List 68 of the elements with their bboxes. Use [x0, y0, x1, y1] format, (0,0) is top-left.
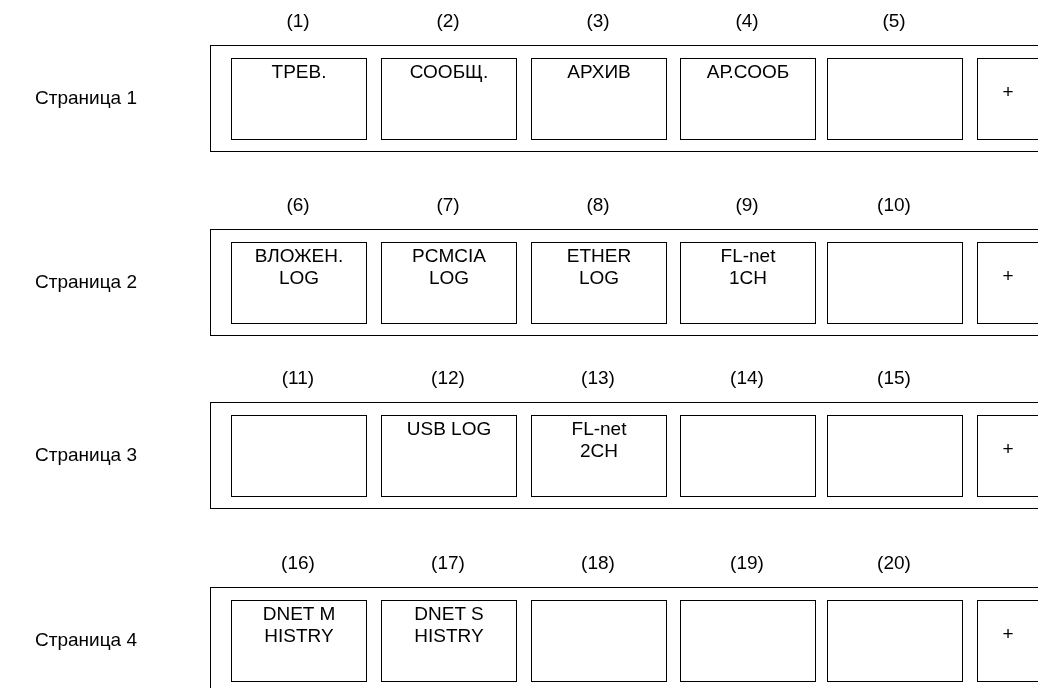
key-number: (8) [585, 194, 611, 216]
key-number: (15) [876, 367, 912, 389]
page-label: Страница 4 [35, 629, 137, 651]
key-number: (4) [734, 10, 760, 32]
soft-key-box [531, 600, 667, 682]
soft-key-box [827, 415, 963, 497]
soft-key-panel [210, 229, 1038, 336]
key-number: (2) [435, 10, 461, 32]
key-number: (9) [734, 194, 760, 216]
soft-key-box [531, 58, 667, 140]
key-label: АРХИВ [567, 61, 631, 83]
key-label: FL-net 2CH [570, 418, 628, 462]
key-number: (5) [881, 10, 907, 32]
key-label: СООБЩ. [409, 61, 489, 83]
key-number: (12) [430, 367, 466, 389]
key-label: + [1002, 623, 1014, 645]
soft-key-box [680, 415, 816, 497]
soft-key-box [827, 600, 963, 682]
key-number: (20) [876, 552, 912, 574]
soft-key-box [977, 58, 1038, 140]
key-number: (18) [580, 552, 616, 574]
key-number: (17) [430, 552, 466, 574]
key-label: + [1002, 265, 1014, 287]
key-number: (13) [580, 367, 616, 389]
key-label: FL-net 1CH [719, 245, 777, 289]
key-label: DNET M HISTRY [261, 603, 337, 647]
key-number: (19) [729, 552, 765, 574]
soft-key-box [381, 58, 517, 140]
soft-key-box [381, 600, 517, 682]
soft-key-box [231, 242, 367, 324]
page-label: Страница 1 [35, 87, 137, 109]
key-label: ETHER LOG [565, 245, 633, 289]
key-number: (7) [435, 194, 461, 216]
key-number: (11) [280, 367, 316, 389]
soft-key-box [381, 242, 517, 324]
key-number: (10) [876, 194, 912, 216]
key-number: (16) [280, 552, 316, 574]
soft-key-box [231, 600, 367, 682]
key-label: АР.СООБ [706, 61, 790, 83]
key-label: DNET S HISTRY [413, 603, 485, 647]
key-label: USB LOG [406, 418, 492, 440]
soft-key-box [977, 600, 1038, 682]
key-label: + [1002, 438, 1014, 460]
key-number: (1) [285, 10, 311, 32]
key-number: (3) [585, 10, 611, 32]
soft-key-box [680, 242, 816, 324]
key-number: (6) [285, 194, 311, 216]
key-label: ВЛОЖЕН. LOG [254, 245, 344, 289]
key-label: PCMCIA LOG [411, 245, 487, 289]
soft-key-box [680, 600, 816, 682]
soft-key-box [827, 58, 963, 140]
soft-key-box [231, 58, 367, 140]
page-label: Страница 2 [35, 271, 137, 293]
page-label: Страница 3 [35, 444, 137, 466]
key-number: (14) [729, 367, 765, 389]
soft-key-box [827, 242, 963, 324]
soft-key-panel [210, 45, 1038, 152]
soft-key-box [531, 415, 667, 497]
soft-key-box [680, 58, 816, 140]
soft-key-box [231, 415, 367, 497]
soft-key-box [977, 415, 1038, 497]
soft-key-box [977, 242, 1038, 324]
key-label: ТРЕВ. [271, 61, 327, 83]
soft-key-box [531, 242, 667, 324]
soft-key-panel [210, 587, 1038, 688]
soft-key-panel [210, 402, 1038, 509]
soft-key-box [381, 415, 517, 497]
key-label: + [1002, 81, 1014, 103]
